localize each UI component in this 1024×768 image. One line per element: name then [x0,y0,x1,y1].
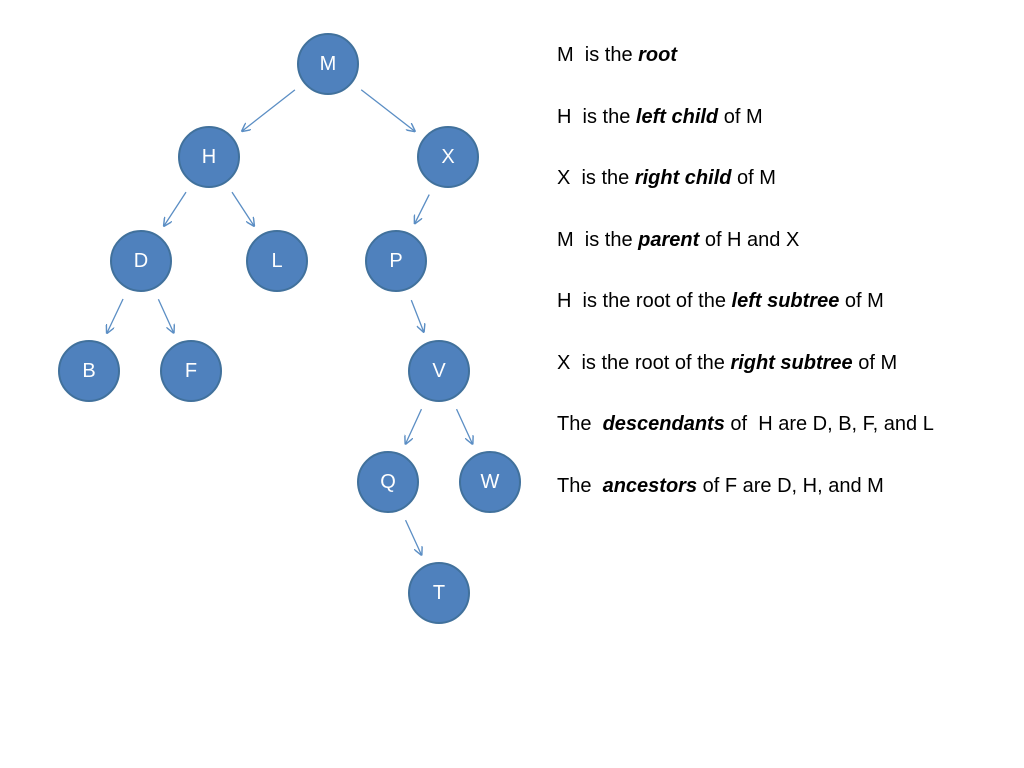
fact-text: of M [718,105,763,128]
fact-text: M is the [557,228,639,251]
edge-m-h [242,89,296,131]
node-label: V [432,360,446,382]
node-label: F [185,360,197,382]
tree-node-q: Q [357,451,419,513]
edge-v-w [455,408,473,444]
tree-edges [107,89,473,555]
node-circle [110,230,172,292]
tree-node-h: H [178,126,240,188]
fact-text: of M [852,351,898,374]
tree-node-v: V [408,340,470,402]
node-circle [297,33,359,95]
node-circle [365,230,427,292]
node-label: D [134,250,148,272]
fact-line: H is the root of the left subtree of M [557,286,934,348]
fact-text: X is the root of the [557,351,731,374]
node-label: T [433,582,445,604]
edge-v-q [406,408,423,444]
fact-term: parent [638,228,700,251]
node-label: B [82,360,95,382]
fact-term: right subtree [730,351,853,374]
fact-text: of F are D, H, and M [697,474,884,497]
node-circle [246,230,308,292]
fact-text: H is the [557,105,636,128]
tree-node-l: L [246,230,308,292]
fact-line: M is the parent of H and X [557,225,934,287]
fact-text: M is the [557,44,639,66]
tree-node-d: D [110,230,172,292]
fact-line: X is the right child of M [557,163,934,225]
tree-node-t: T [408,562,470,624]
tree-node-b: B [58,340,120,402]
fact-term: root [638,44,678,66]
fact-term: left child [635,105,719,128]
node-circle [160,340,222,402]
node-circle [408,340,470,402]
fact-term: left subtree [731,290,840,312]
node-circle [357,451,419,513]
tree-node-x: X [417,126,479,188]
node-circle [459,451,521,513]
edge-p-v [410,299,423,332]
fact-text: of M [839,290,884,312]
fact-text: of H and X [699,228,800,251]
fact-text: H is the root of the [557,290,732,312]
node-label: P [389,250,402,272]
fact-line: The ancestors of F are D, H, and M [557,471,934,533]
fact-line: X is the root of the right subtree of M [557,348,934,410]
fact-text: X is the [557,167,635,189]
edge-q-t [404,519,422,555]
node-label: Q [380,471,396,493]
fact-term: descendants [602,413,725,435]
node-circle [408,562,470,624]
fact-line: M is the root [557,40,934,102]
fact-line: H is the left child of M [557,102,934,164]
tree-node-p: P [365,230,427,292]
node-label: H [202,146,216,168]
tree-node-w: W [459,451,521,513]
fact-term: right child [634,167,732,189]
node-label: X [441,146,454,168]
tree-nodes: M H X D L P B F V Q W T [58,33,521,624]
fact-text: of M [731,167,776,189]
fact-text: The [557,474,603,497]
edge-m-x [360,89,415,132]
edge-h-l [231,191,254,226]
edge-d-f [157,298,173,333]
fact-text: of H are D, B, F, and L [724,413,934,435]
fact-line: The descendants of H are D, B, F, and L [557,409,934,471]
tree-node-m: M [297,33,359,95]
binary-tree-diagram: M H X D L P B F V Q W T [58,33,521,624]
fact-term: ancestors [602,474,698,497]
fact-text: The [557,413,603,435]
node-circle [417,126,479,188]
tree-node-f: F [160,340,222,402]
edge-x-p [415,194,430,224]
node-label: L [271,250,282,272]
edge-d-b [107,298,124,333]
node-label: M [320,53,337,75]
node-circle [58,340,120,402]
node-label: W [481,471,500,493]
node-circle [178,126,240,188]
edge-h-d [164,191,187,226]
